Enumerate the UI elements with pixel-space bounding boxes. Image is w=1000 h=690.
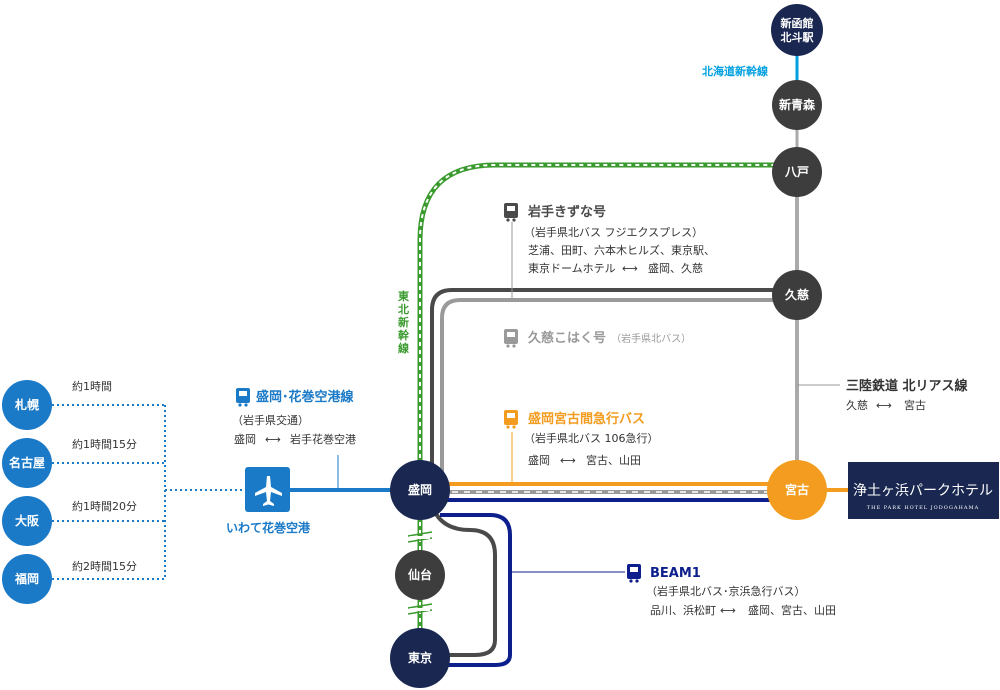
origin-fukuoka-time: 約2時間15分 bbox=[72, 559, 137, 573]
bus-icon-airport bbox=[236, 388, 250, 407]
iwate-kizuna-south bbox=[430, 504, 497, 657]
svg-text:THE PARK HOTEL JODOGAHAMA: THE PARK HOTEL JODOGAHAMA bbox=[867, 505, 979, 511]
airport-operator: （岩手県交通） bbox=[232, 413, 309, 427]
origin-fukuoka[interactable]: 福岡 bbox=[2, 554, 52, 604]
beam1-from: 品川、浜松町 bbox=[650, 603, 716, 617]
origin-osaka-time: 約1時間20分 bbox=[72, 499, 137, 513]
svg-text:札幌: 札幌 bbox=[14, 397, 39, 412]
tohoku-shinkansen-label: 東北新幹線 bbox=[398, 289, 410, 355]
morioka-miyako-operator: （岩手県北バス 106急行） bbox=[524, 431, 659, 445]
airport-iwate-hanamaki[interactable] bbox=[245, 467, 290, 512]
svg-text:新函館: 新函館 bbox=[781, 16, 814, 30]
morioka-miyako-to: 宮古、山田 bbox=[586, 453, 641, 467]
sanriku-title: 三陸鉄道 北リアス線 bbox=[846, 378, 969, 394]
airport-route-to: 岩手花巻空港 bbox=[290, 432, 356, 446]
airport-route-from: 盛岡 bbox=[234, 432, 256, 446]
station-sendai[interactable]: 仙台 bbox=[395, 550, 445, 600]
hokkaido-shinkansen-label: 北海道新幹線 bbox=[702, 64, 768, 78]
sanriku-to: 宮古 bbox=[904, 398, 926, 412]
svg-text:⟷: ⟷ bbox=[265, 433, 281, 446]
origin-nagoya[interactable]: 名古屋 bbox=[2, 438, 52, 488]
morioka-miyako-from: 盛岡 bbox=[528, 453, 550, 467]
svg-text:⟷: ⟷ bbox=[720, 604, 736, 617]
beam1-route bbox=[430, 513, 512, 667]
svg-text:福岡: 福岡 bbox=[14, 571, 39, 586]
kuji-kohaku-title: 久慈こはく号 （岩手県北バス） bbox=[528, 327, 691, 346]
svg-text:仙台: 仙台 bbox=[408, 567, 432, 582]
origin-connectors bbox=[52, 404, 245, 580]
svg-text:⟷: ⟷ bbox=[622, 262, 638, 275]
svg-text:八戸: 八戸 bbox=[784, 165, 809, 179]
svg-text:名古屋: 名古屋 bbox=[9, 455, 45, 470]
svg-text:⟷: ⟷ bbox=[876, 399, 892, 412]
kuji-kohaku-route bbox=[440, 298, 797, 490]
morioka-miyako-title: 盛岡宮古間急行バス bbox=[528, 411, 645, 427]
origin-sapporo-time: 約1時間 bbox=[72, 379, 112, 393]
station-shin-hakodate-hokuto[interactable]: 新函館 北斗駅 bbox=[771, 4, 823, 56]
bus-icon-iwate-kizuna bbox=[504, 203, 518, 222]
beam1-operator: （岩手県北バス･京浜急行バス） bbox=[646, 584, 806, 598]
iwate-kizuna-to: 盛岡、久慈 bbox=[648, 261, 703, 275]
origin-sapporo[interactable]: 札幌 bbox=[2, 380, 52, 430]
svg-text:新青森: 新青森 bbox=[779, 97, 816, 112]
bus-icon-morioka-miyako bbox=[504, 410, 518, 429]
svg-text:浄土ヶ浜パークホテル: 浄土ヶ浜パークホテル bbox=[853, 483, 993, 499]
svg-text:宮古: 宮古 bbox=[785, 482, 809, 497]
bus-icon-kuji-kohaku bbox=[504, 329, 518, 348]
svg-text:⟷: ⟷ bbox=[560, 454, 576, 467]
airport-name: いわて花巻空港 bbox=[226, 520, 311, 535]
tohoku-shinkansen-dash bbox=[419, 164, 797, 490]
beam1-title: BEAM1 bbox=[650, 566, 701, 581]
sanriku-from: 久慈 bbox=[846, 398, 868, 412]
bus-icon-beam1 bbox=[627, 564, 641, 583]
hotel-logo[interactable]: 浄土ヶ浜パークホテル THE PARK HOTEL JODOGAHAMA bbox=[848, 462, 999, 519]
station-shin-aomori[interactable]: 新青森 bbox=[772, 80, 822, 130]
station-morioka[interactable]: 盛岡 bbox=[390, 460, 450, 520]
svg-text:盛岡: 盛岡 bbox=[408, 482, 432, 497]
iwate-kizuna-operator: （岩手県北バス フジエクスプレス） bbox=[524, 225, 703, 239]
svg-text:久慈: 久慈 bbox=[785, 287, 809, 302]
station-tokyo[interactable]: 東京 bbox=[390, 628, 450, 688]
origin-nagoya-time: 約1時間15分 bbox=[72, 437, 137, 451]
iwate-kizuna-route bbox=[430, 288, 797, 490]
station-miyako[interactable]: 宮古 bbox=[767, 460, 827, 520]
svg-text:大阪: 大阪 bbox=[15, 513, 40, 528]
iwate-kizuna-stops-1: 芝浦、田町、六本木ヒルズ、東京駅、 bbox=[528, 243, 715, 257]
airport-route-title: 盛岡･花巻空港線 bbox=[256, 389, 355, 405]
station-hachinohe[interactable]: 八戸 bbox=[772, 147, 822, 197]
station-kuji[interactable]: 久慈 bbox=[772, 270, 822, 320]
iwate-kizuna-from: 東京ドームホテル bbox=[528, 261, 616, 275]
origin-osaka[interactable]: 大阪 bbox=[2, 496, 52, 546]
svg-text:東京: 東京 bbox=[408, 650, 432, 665]
beam1-to: 盛岡、宮古、山田 bbox=[748, 603, 836, 617]
airplane-icon bbox=[255, 476, 282, 506]
iwate-kizuna-title: 岩手きずな号 bbox=[527, 204, 606, 220]
svg-text:北斗駅: 北斗駅 bbox=[781, 30, 814, 44]
